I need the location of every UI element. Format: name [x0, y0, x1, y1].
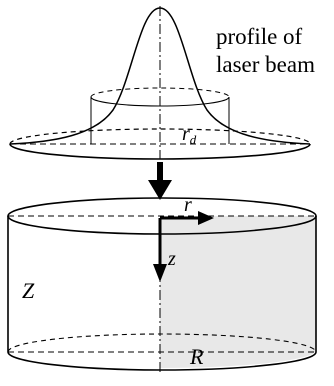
cylinder-bottom-ellipse-front [7, 351, 317, 371]
z-axis-label: z [167, 248, 176, 270]
r-axis-arrowhead [198, 211, 214, 225]
cylinder: r z Z R [7, 194, 317, 372]
r-axis-label: r [184, 194, 192, 216]
profile-base-ellipse-back [9, 128, 311, 145]
z-axis-arrowhead [153, 264, 167, 282]
down-arrow [148, 162, 172, 200]
laser-beam-profile: profile of laser beam rd [9, 6, 315, 160]
beam-radius-label: rd [182, 123, 197, 147]
beam-radius-subscript: d [190, 132, 197, 147]
cylinder-radius-label: R [189, 344, 204, 369]
profile-label-line2: laser beam [216, 52, 315, 77]
cylinder-bottom-ellipse-back [7, 333, 317, 353]
cylinder-shaded-section [160, 216, 316, 368]
down-arrow-head [148, 180, 172, 200]
down-arrow-shaft [157, 162, 163, 182]
gaussian-curve [9, 7, 311, 145]
profile-label-line1: profile of [216, 24, 303, 49]
height-label: Z [22, 278, 35, 303]
